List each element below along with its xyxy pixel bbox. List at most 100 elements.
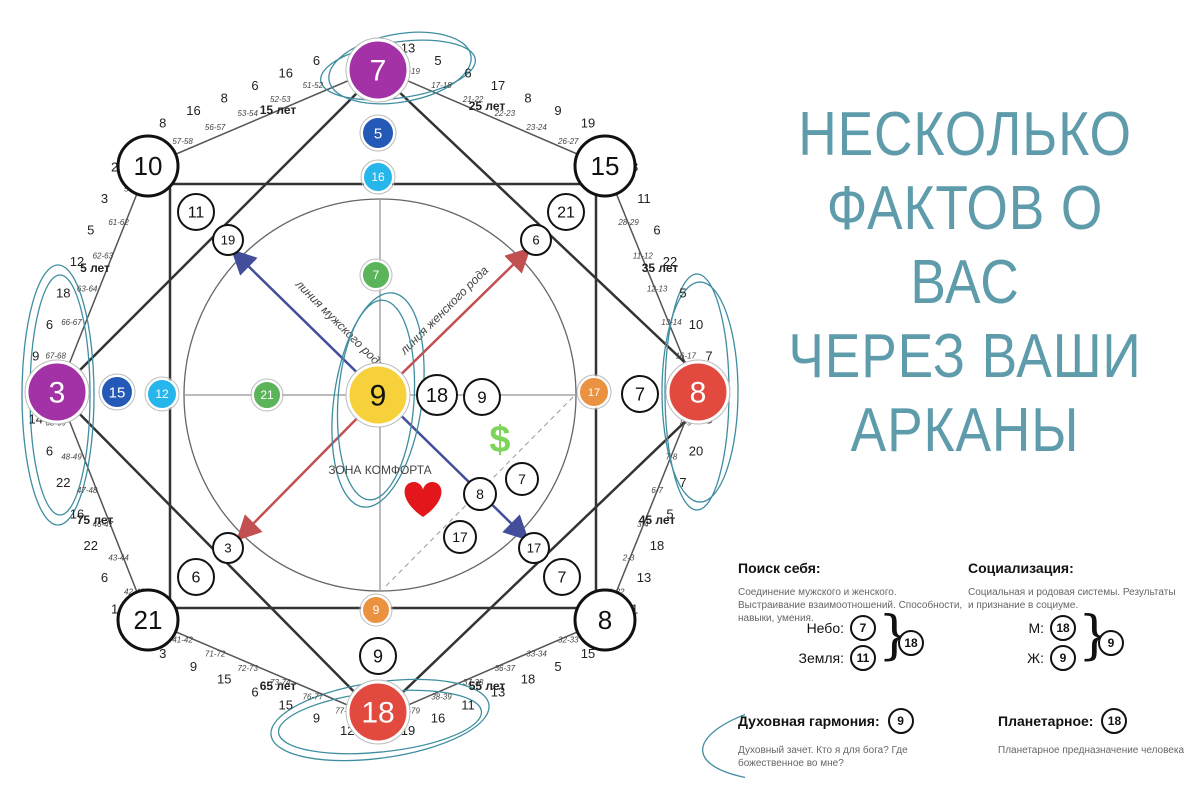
female-line-arrow — [379, 247, 531, 396]
arcana-corner-tl: 10 — [116, 134, 180, 198]
rim-number: 6 — [251, 685, 258, 700]
arcana-right-inner-ring — [576, 374, 612, 410]
age-marker: 55 лет — [469, 679, 506, 693]
earth-row: Земля: 11 — [790, 645, 876, 671]
m-row: М: 18 — [990, 615, 1076, 641]
rim-number: 5 — [87, 223, 94, 238]
panel-social-title: Социализация: — [968, 560, 1074, 576]
arcana-money-a-value: 7 — [518, 471, 526, 487]
rim-age-range: 8-9 — [680, 419, 692, 428]
arcana-corner-br: 8 — [573, 588, 637, 652]
arcana-corner-tl-circle — [116, 134, 180, 198]
spirit-value: 9 — [887, 708, 914, 734]
arcana-center-r1-value: 18 — [426, 385, 448, 407]
rim-number: 9 — [313, 710, 320, 725]
arcana-money-b: 8 — [463, 477, 497, 511]
rim-number: 3 — [159, 646, 166, 661]
headline-line-1: НЕСКОЛЬКО — [798, 100, 1132, 169]
rim-number: 13 — [637, 570, 651, 585]
arcana-corner-tr-inner-circle — [547, 193, 585, 231]
rim-number: 5 — [666, 507, 673, 522]
headline-line-3: ЧЕРЕЗ ВАШИ — [788, 322, 1142, 391]
rim-number: 20 — [689, 443, 703, 458]
arcana-right-circle — [666, 360, 730, 424]
rim-number: 9 — [32, 349, 39, 364]
dollar-sign: $ — [489, 419, 510, 461]
arcana-left-inner3-circle — [252, 380, 282, 410]
rim-number: 5 — [434, 53, 441, 68]
arcana-corner-bl-circle — [116, 588, 180, 652]
rim-number: 22 — [663, 254, 677, 269]
arcana-diag-br-value: 17 — [527, 541, 541, 556]
rim-age-range: 23-24 — [525, 123, 547, 132]
arcana-diag-bl-circle — [212, 532, 244, 564]
rim-number: 6 — [653, 223, 660, 238]
rim-number: 17 — [491, 78, 505, 93]
arcana-left-inner-ring — [98, 373, 136, 411]
arcana-center-r2-value: 9 — [477, 388, 486, 407]
age-marker: 65 лет — [260, 679, 297, 693]
arcana-bottom-value: 18 — [361, 697, 394, 730]
rim-age-range: 7-8 — [666, 452, 678, 461]
rim-number: 8 — [524, 91, 531, 106]
arcana-left-inner2-circle — [146, 378, 178, 410]
rim-age-range: 66-67 — [61, 318, 82, 327]
arcana-bottom-inner-circle — [361, 595, 391, 625]
rim-age-range: 26-27 — [557, 137, 579, 146]
rim-number: 7 — [705, 349, 712, 364]
arcana-top-inner2-circle — [362, 161, 394, 193]
arcana-top-value: 7 — [370, 55, 387, 88]
destiny-matrix-diagram: линия мужского рода линия женского рода … — [21, 31, 745, 783]
rim-number: 6 — [46, 443, 53, 458]
rim-age-range: 16-17 — [675, 352, 696, 361]
rim-age-range: 52-53 — [270, 95, 291, 104]
arcana-left: 3 — [24, 359, 90, 425]
arcana-left-inner3-ring — [250, 378, 284, 412]
arcana-left-inner3-value: 21 — [260, 388, 274, 402]
rim-number: 12 — [70, 254, 84, 269]
f-value: 9 — [1050, 645, 1076, 671]
spirit-title-row: Духовная гармония: 9 — [738, 708, 914, 734]
arcana-bottom-inner2: 9 — [359, 637, 397, 675]
arcana-bottom-circle — [346, 680, 410, 744]
rim-number: 9 — [190, 659, 197, 674]
rim-number: 6 — [313, 53, 320, 68]
rim-number: 8 — [221, 91, 228, 106]
arcana-top-circle — [346, 38, 410, 102]
rim-age-range: 47-48 — [77, 486, 98, 495]
arcana-top-inner2-value: 16 — [371, 170, 385, 184]
highlight-ellipses — [21, 31, 745, 783]
rim-age-range: 36-37 — [495, 664, 516, 673]
rim-age-range: 57-58 — [172, 137, 193, 146]
arcana-center-ring — [345, 362, 411, 428]
arcana-bottom-inner: 9 — [359, 593, 393, 627]
rim-age-range: 73-74 — [270, 678, 291, 687]
rim-age-range: 46-47 — [93, 520, 114, 529]
rim-age-range: 37-38 — [463, 678, 484, 687]
rim-age-range: 41-42 — [172, 635, 193, 644]
arcana-corner-tr-value: 15 — [591, 151, 620, 181]
arcana-bottom-inner-ring — [359, 593, 393, 627]
arcana-top-inner-ring — [359, 114, 397, 152]
m-label: М: — [1028, 620, 1044, 636]
rim-age-range: 3-4 — [637, 520, 649, 529]
inner-circle — [183, 198, 577, 592]
arcana-right-inner-circle — [578, 376, 610, 408]
arcana-corner-tl-inner: 11 — [177, 193, 215, 231]
arcana-diag-tl-circle — [212, 224, 244, 256]
rim-age-range: 61-62 — [108, 218, 129, 227]
arcana-right-inner2: 7 — [621, 375, 659, 413]
rim-number: 13 — [491, 685, 505, 700]
rim-number: 18 — [521, 672, 535, 687]
rim-number: 6 — [251, 78, 258, 93]
arcana-top: 7 — [345, 37, 411, 103]
arcana-top-inner2: 16 — [360, 159, 396, 195]
m-value: 18 — [1050, 615, 1076, 641]
arcana-left-inner: 15 — [98, 373, 136, 411]
arcana-corner-tr-inner: 21 — [547, 193, 585, 231]
rim-age-range: 56-57 — [205, 123, 226, 132]
arcana-diag-tr-value: 6 — [532, 233, 539, 248]
panel-search: Поиск себя: Соединение мужского и женско… — [738, 560, 966, 625]
male-line-arrow-lower — [379, 394, 529, 541]
rim-number: 16 — [70, 507, 84, 522]
